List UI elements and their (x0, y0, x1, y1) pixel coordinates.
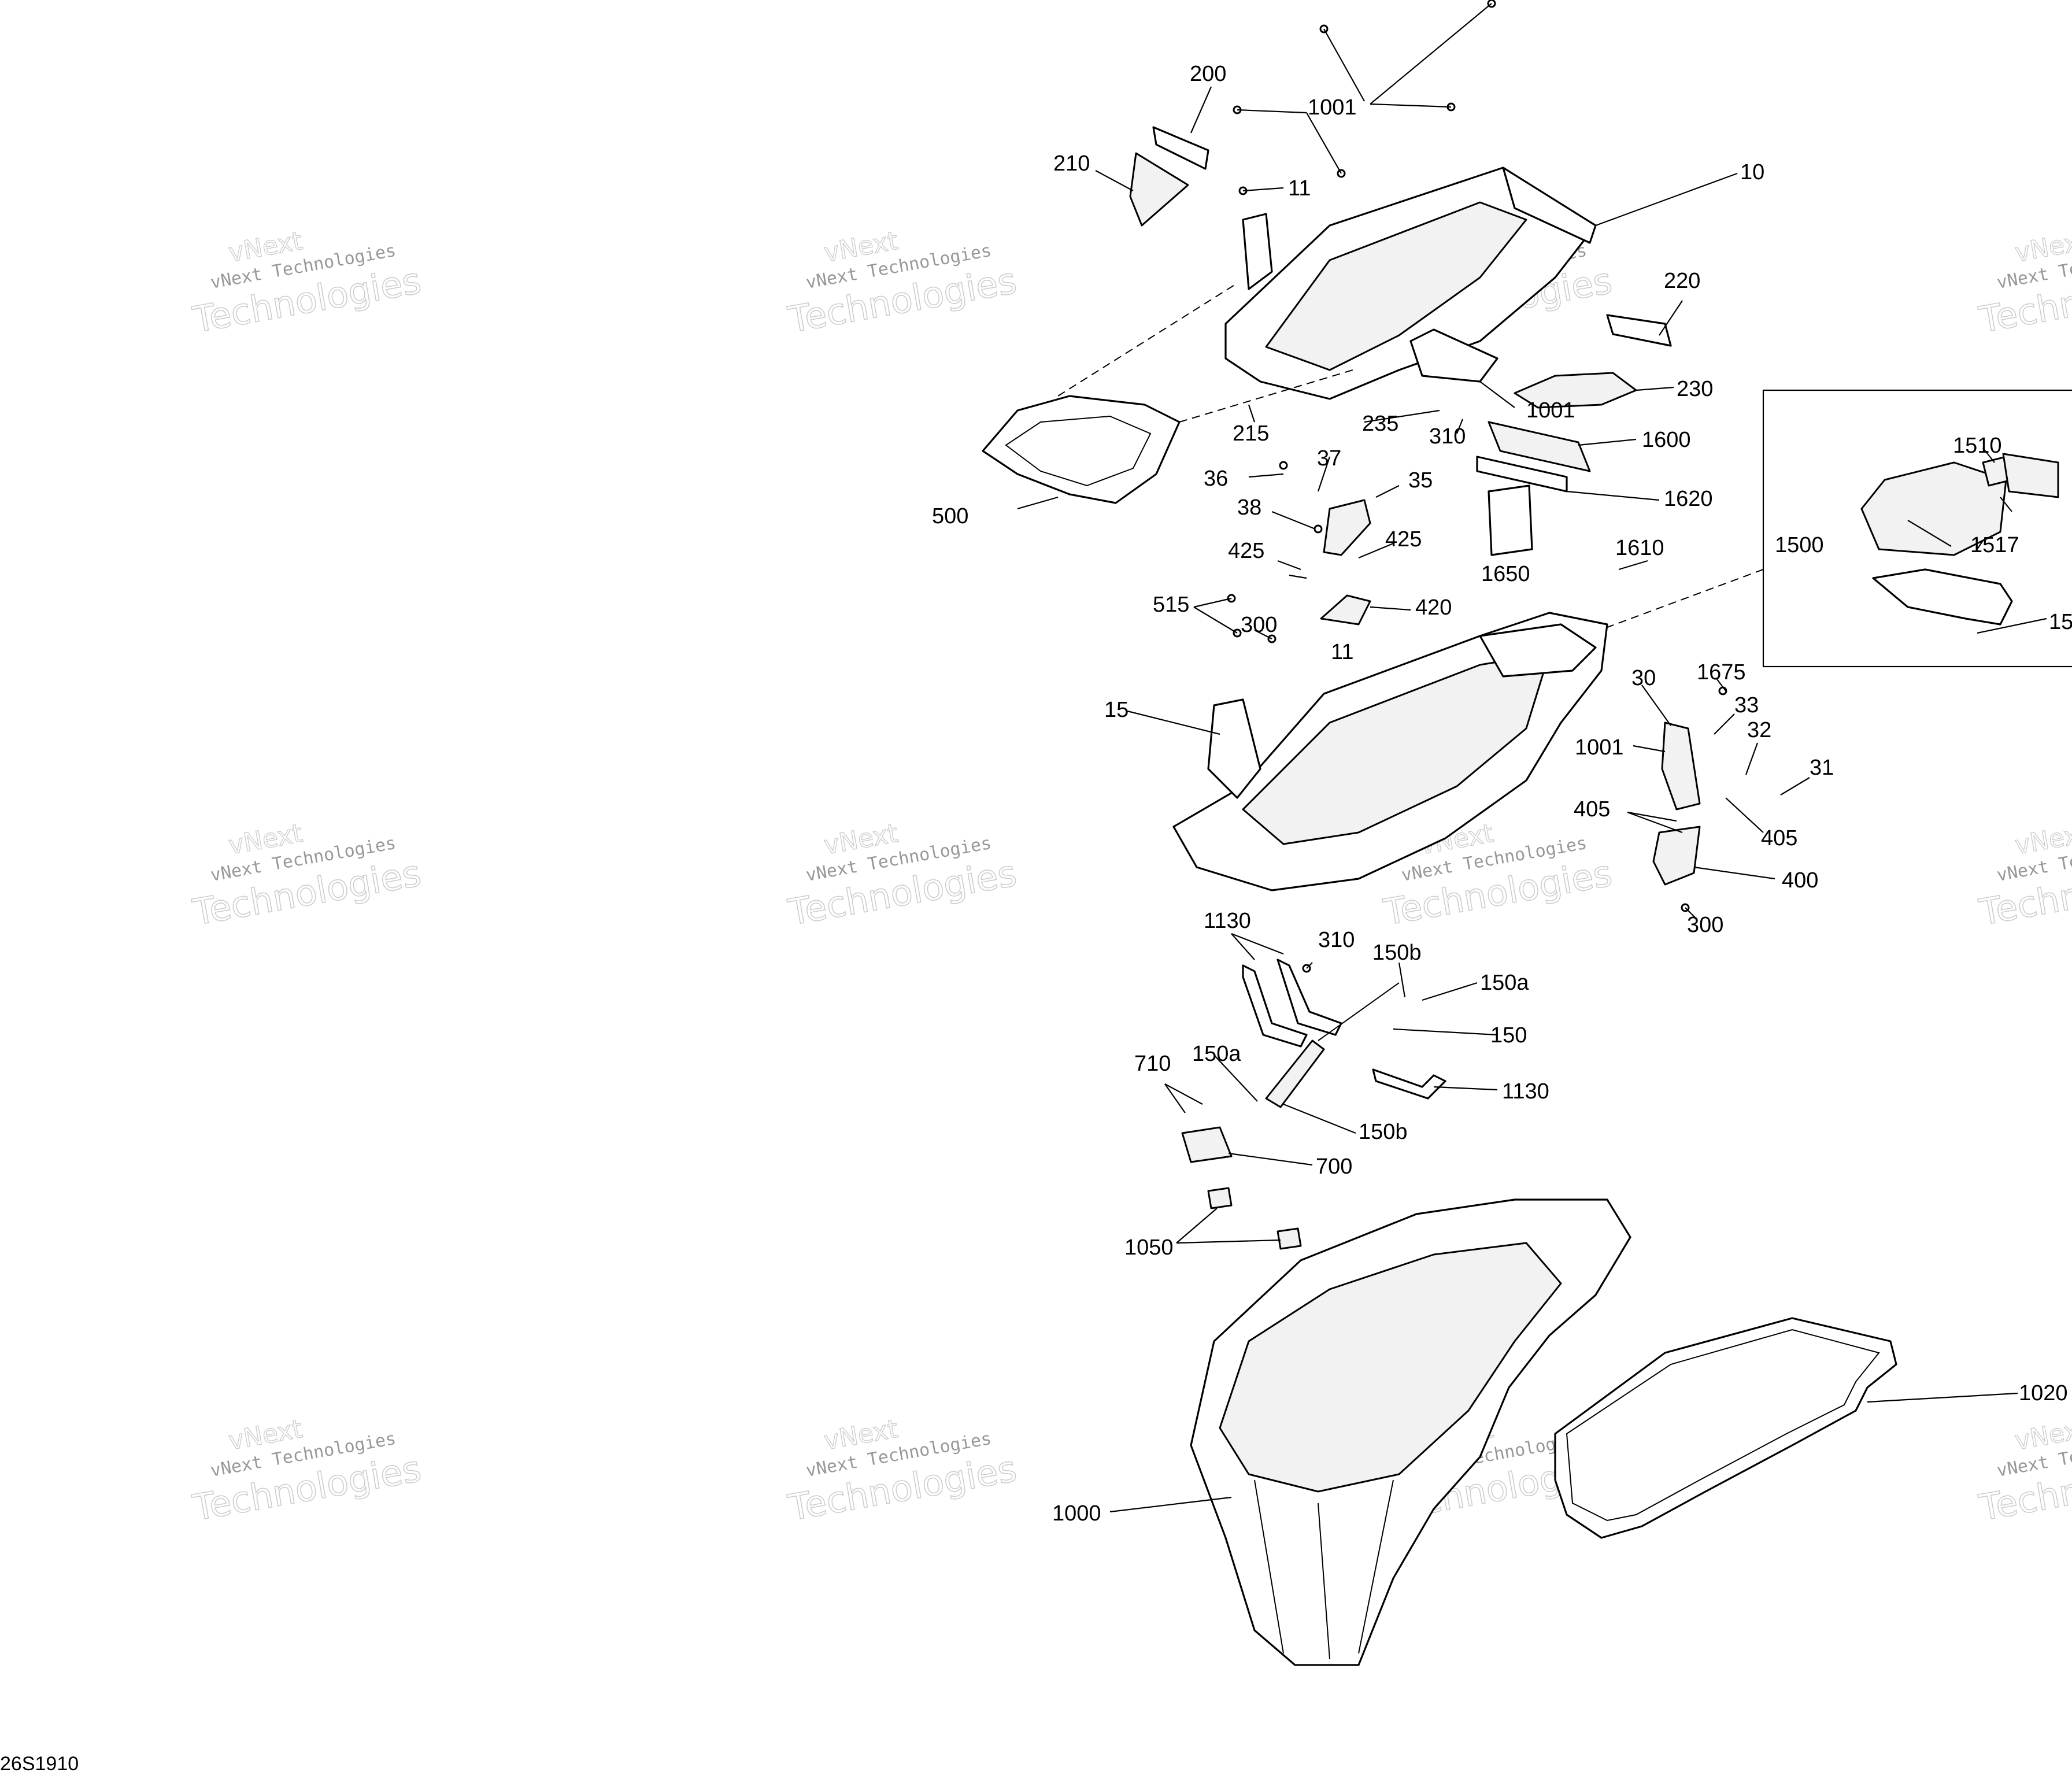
part-label: 1000 (1052, 1501, 1101, 1526)
part-label: 405 (1761, 826, 1797, 850)
part-label: 1050 (1124, 1235, 1174, 1260)
watermark: vNext vNext Technologies Technologies (1975, 1414, 2072, 1529)
part-label: 420 (1415, 595, 1452, 620)
part-label: 1610 (1615, 536, 1664, 560)
clip-1050b-part (1276, 1227, 1302, 1250)
part-label: 15 (1104, 698, 1128, 722)
part-label: 300 (1687, 913, 1723, 937)
inset-gasket-1500-part (1872, 568, 2013, 626)
part-label: 500 (932, 504, 968, 528)
trim-200-part (1152, 126, 1209, 170)
part-label: 1001 (1308, 95, 1357, 120)
watermark: vNext vNext Technologies Technologies (1975, 818, 2072, 934)
handle-400-part (1652, 826, 1701, 886)
part-label: 15 (2049, 610, 2072, 634)
part-label: 310 (1429, 424, 1466, 449)
diagram-code: 26S1910 (0, 1753, 79, 1775)
watermark: vNext vNext Technologies Technologies (785, 225, 1020, 341)
part-label: 700 (1316, 1155, 1352, 1179)
gasket-1020-part (1554, 1317, 1897, 1539)
part-label: 30 (1631, 666, 1656, 690)
storage-bin-part (1172, 612, 1608, 891)
part-label: 150a (1480, 971, 1529, 995)
part-label: 215 (1233, 421, 1269, 446)
watermark: vNext vNext Technologies Technologies (1975, 225, 2072, 341)
part-label: 10 (1740, 160, 1764, 184)
trim-210-part (1129, 152, 1189, 227)
watermark: vNext vNext Technologies Technologies (785, 1414, 1020, 1529)
part-label: 1130 (1502, 1079, 1549, 1104)
part-label: 1600 (1642, 428, 1691, 452)
part-label: 1500 (1775, 533, 1824, 557)
rod-150-part (1318, 982, 1400, 1041)
part-label: 11 (1331, 640, 1353, 664)
bracket-700-part (1181, 1126, 1233, 1163)
latch-35-part (1323, 499, 1371, 556)
part-label: 1510 (1953, 434, 2002, 458)
strap-1130c-part (1372, 1068, 1446, 1100)
part-label: 150 (1490, 1023, 1527, 1048)
part-label: 1020 (2019, 1381, 2068, 1405)
component-1600-part (1488, 421, 1591, 472)
gasket-1020-inner (1566, 1329, 1880, 1522)
filter-1650-part (1488, 484, 1533, 556)
part-label: 32 (1747, 718, 1771, 742)
part-label: 710 (1134, 1052, 1171, 1076)
front-cover-part (982, 395, 1181, 504)
trim-220-part (1606, 314, 1672, 347)
part-label: 220 (1664, 269, 1700, 293)
detail-inset-frame (1762, 389, 2072, 668)
strap-1130b-part (1276, 959, 1342, 1036)
part-label: 1001 (1575, 735, 1624, 760)
watermark: vNext vNext Technologies Technologies (189, 225, 424, 341)
part-label: 210 (1053, 151, 1090, 176)
part-label: 150a (1192, 1042, 1241, 1066)
watermark: vNext vNext Technologies Technologies (189, 1414, 424, 1529)
part-label: 300 (1241, 613, 1277, 637)
part-label: 31 (1810, 756, 1834, 780)
screw-fastener (1314, 524, 1323, 534)
screw-fastener (1279, 461, 1288, 470)
part-label: 36 (1204, 467, 1228, 491)
part-label: 230 (1677, 377, 1713, 401)
assembly-lines (1057, 283, 1353, 423)
part-label: 1130 (1204, 909, 1251, 933)
part-label: 150b (1359, 1120, 1408, 1144)
front-cover-inner (1005, 415, 1152, 487)
part-label: 235 (1362, 412, 1398, 436)
part-labels: 200 1001 210 11 10 220 230 1001 500 215 … (932, 62, 2072, 1526)
part-label: 1650 (1481, 562, 1530, 586)
latch-420-part (1320, 594, 1371, 626)
spring-150-part (1265, 1039, 1325, 1108)
inset-bracket-1510b-part (2002, 453, 2059, 498)
lock-30-part (1661, 722, 1701, 811)
part-label: 405 (1574, 797, 1610, 822)
part-label: 1001 (1526, 398, 1575, 423)
part-label: 425 (1385, 527, 1422, 552)
part-label: 150b (1372, 941, 1422, 965)
clip-1050a-part (1207, 1187, 1233, 1209)
part-label: 1620 (1664, 487, 1713, 511)
part-label: 425 (1228, 539, 1264, 563)
part-label: 38 (1237, 495, 1261, 520)
part-label: 310 (1318, 928, 1355, 952)
strap-1130a-part (1242, 964, 1308, 1048)
part-label: 11 (1288, 176, 1311, 201)
part-label: 400 (1782, 868, 1818, 893)
leader-lines (1017, 3, 2047, 1513)
storage-bucket-part (1190, 1198, 1631, 1666)
part-label: 1517 (1970, 533, 2019, 557)
part-label: 515 (1153, 593, 1189, 617)
part-label: 1675 (1697, 660, 1746, 684)
part-label: 37 (1317, 446, 1341, 471)
inset-latch-1500-part (1860, 461, 2007, 556)
part-label: 33 (1734, 693, 1759, 717)
watermark: vNext vNext Technologies Technologies (785, 818, 1020, 934)
seat-frame-part (1224, 166, 1597, 400)
part-label: 200 (1190, 62, 1226, 86)
inset-callout-line (1583, 569, 1764, 637)
watermark: vNext vNext Technologies Technologies (189, 818, 424, 934)
part-label: 35 (1408, 468, 1433, 493)
